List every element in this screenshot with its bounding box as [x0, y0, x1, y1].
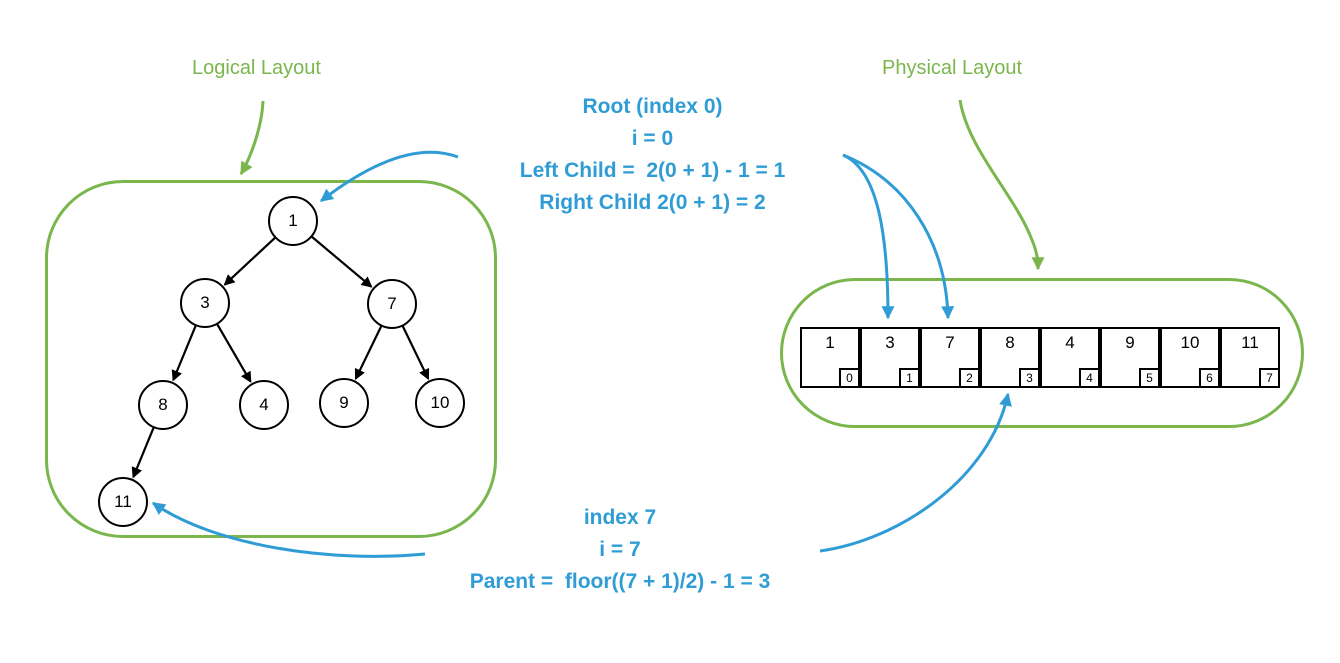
leaf-annotation-line-1: index 7: [583, 506, 657, 529]
tree-node-11: 11: [98, 477, 148, 527]
tree-node-4: 4: [239, 380, 289, 430]
array-cell-value: 1: [825, 333, 835, 352]
tree-node-1: 1: [268, 196, 318, 246]
root-annotation: Root (index 0) i = 0 Left Child = 2(0 + …: [460, 91, 845, 219]
array-cell-5: 9 5: [1100, 327, 1160, 388]
array-cell-6: 10 6: [1160, 327, 1220, 388]
array-cell-index: 3: [1019, 368, 1040, 388]
tree-node-9: 9: [319, 378, 369, 428]
root-annotation-line-2: i = 0: [631, 127, 674, 150]
array-cell-value: 4: [1065, 333, 1075, 352]
array-cell-value: 8: [1005, 333, 1015, 352]
root-annotation-line-1: Root (index 0): [582, 95, 723, 118]
array-cell-index: 5: [1139, 368, 1160, 388]
array-cell-index: 2: [959, 368, 980, 388]
green-arrow-logical-label: [239, 100, 265, 176]
array-cell-0: 1 0: [800, 327, 860, 388]
logical-layout-label: Logical Layout: [192, 57, 321, 79]
array-cell-index: 7: [1259, 368, 1280, 388]
root-annotation-line-3: Left Child = 2(0 + 1) - 1 = 1: [519, 159, 786, 182]
array-cell-2: 7 2: [920, 327, 980, 388]
array-cell-value: 9: [1125, 333, 1135, 352]
array-cell-4: 4 4: [1040, 327, 1100, 388]
array-cell-index: 6: [1199, 368, 1220, 388]
leaf-annotation-line-3: Parent = floor((7 + 1)/2) - 1 = 3: [469, 570, 771, 593]
array-cell-3: 8 3: [980, 327, 1040, 388]
tree-node-10: 10: [415, 378, 465, 428]
array-cell-index: 0: [839, 368, 860, 388]
leaf-annotation: index 7 i = 7 Parent = floor((7 + 1)/2) …: [420, 502, 820, 598]
physical-layout-label: Physical Layout: [882, 57, 1023, 79]
array-cell-value: 11: [1241, 333, 1259, 352]
array-cell-value: 3: [885, 333, 895, 352]
array-cell-index: 1: [899, 368, 920, 388]
array-cell-value: 7: [945, 333, 955, 352]
tree-node-3: 3: [180, 278, 230, 328]
leaf-annotation-line-2: i = 7: [599, 538, 641, 561]
array-cell-1: 3 1: [860, 327, 920, 388]
green-arrow-physical-label: [958, 99, 1045, 271]
tree-node-8: 8: [138, 380, 188, 430]
array-cell-value: 10: [1180, 333, 1200, 352]
root-annotation-line-4: Right Child 2(0 + 1) = 2: [539, 191, 766, 214]
tree-node-7: 7: [367, 279, 417, 329]
array-cell-7: 11 7: [1220, 327, 1280, 388]
array-cell-index: 4: [1079, 368, 1100, 388]
